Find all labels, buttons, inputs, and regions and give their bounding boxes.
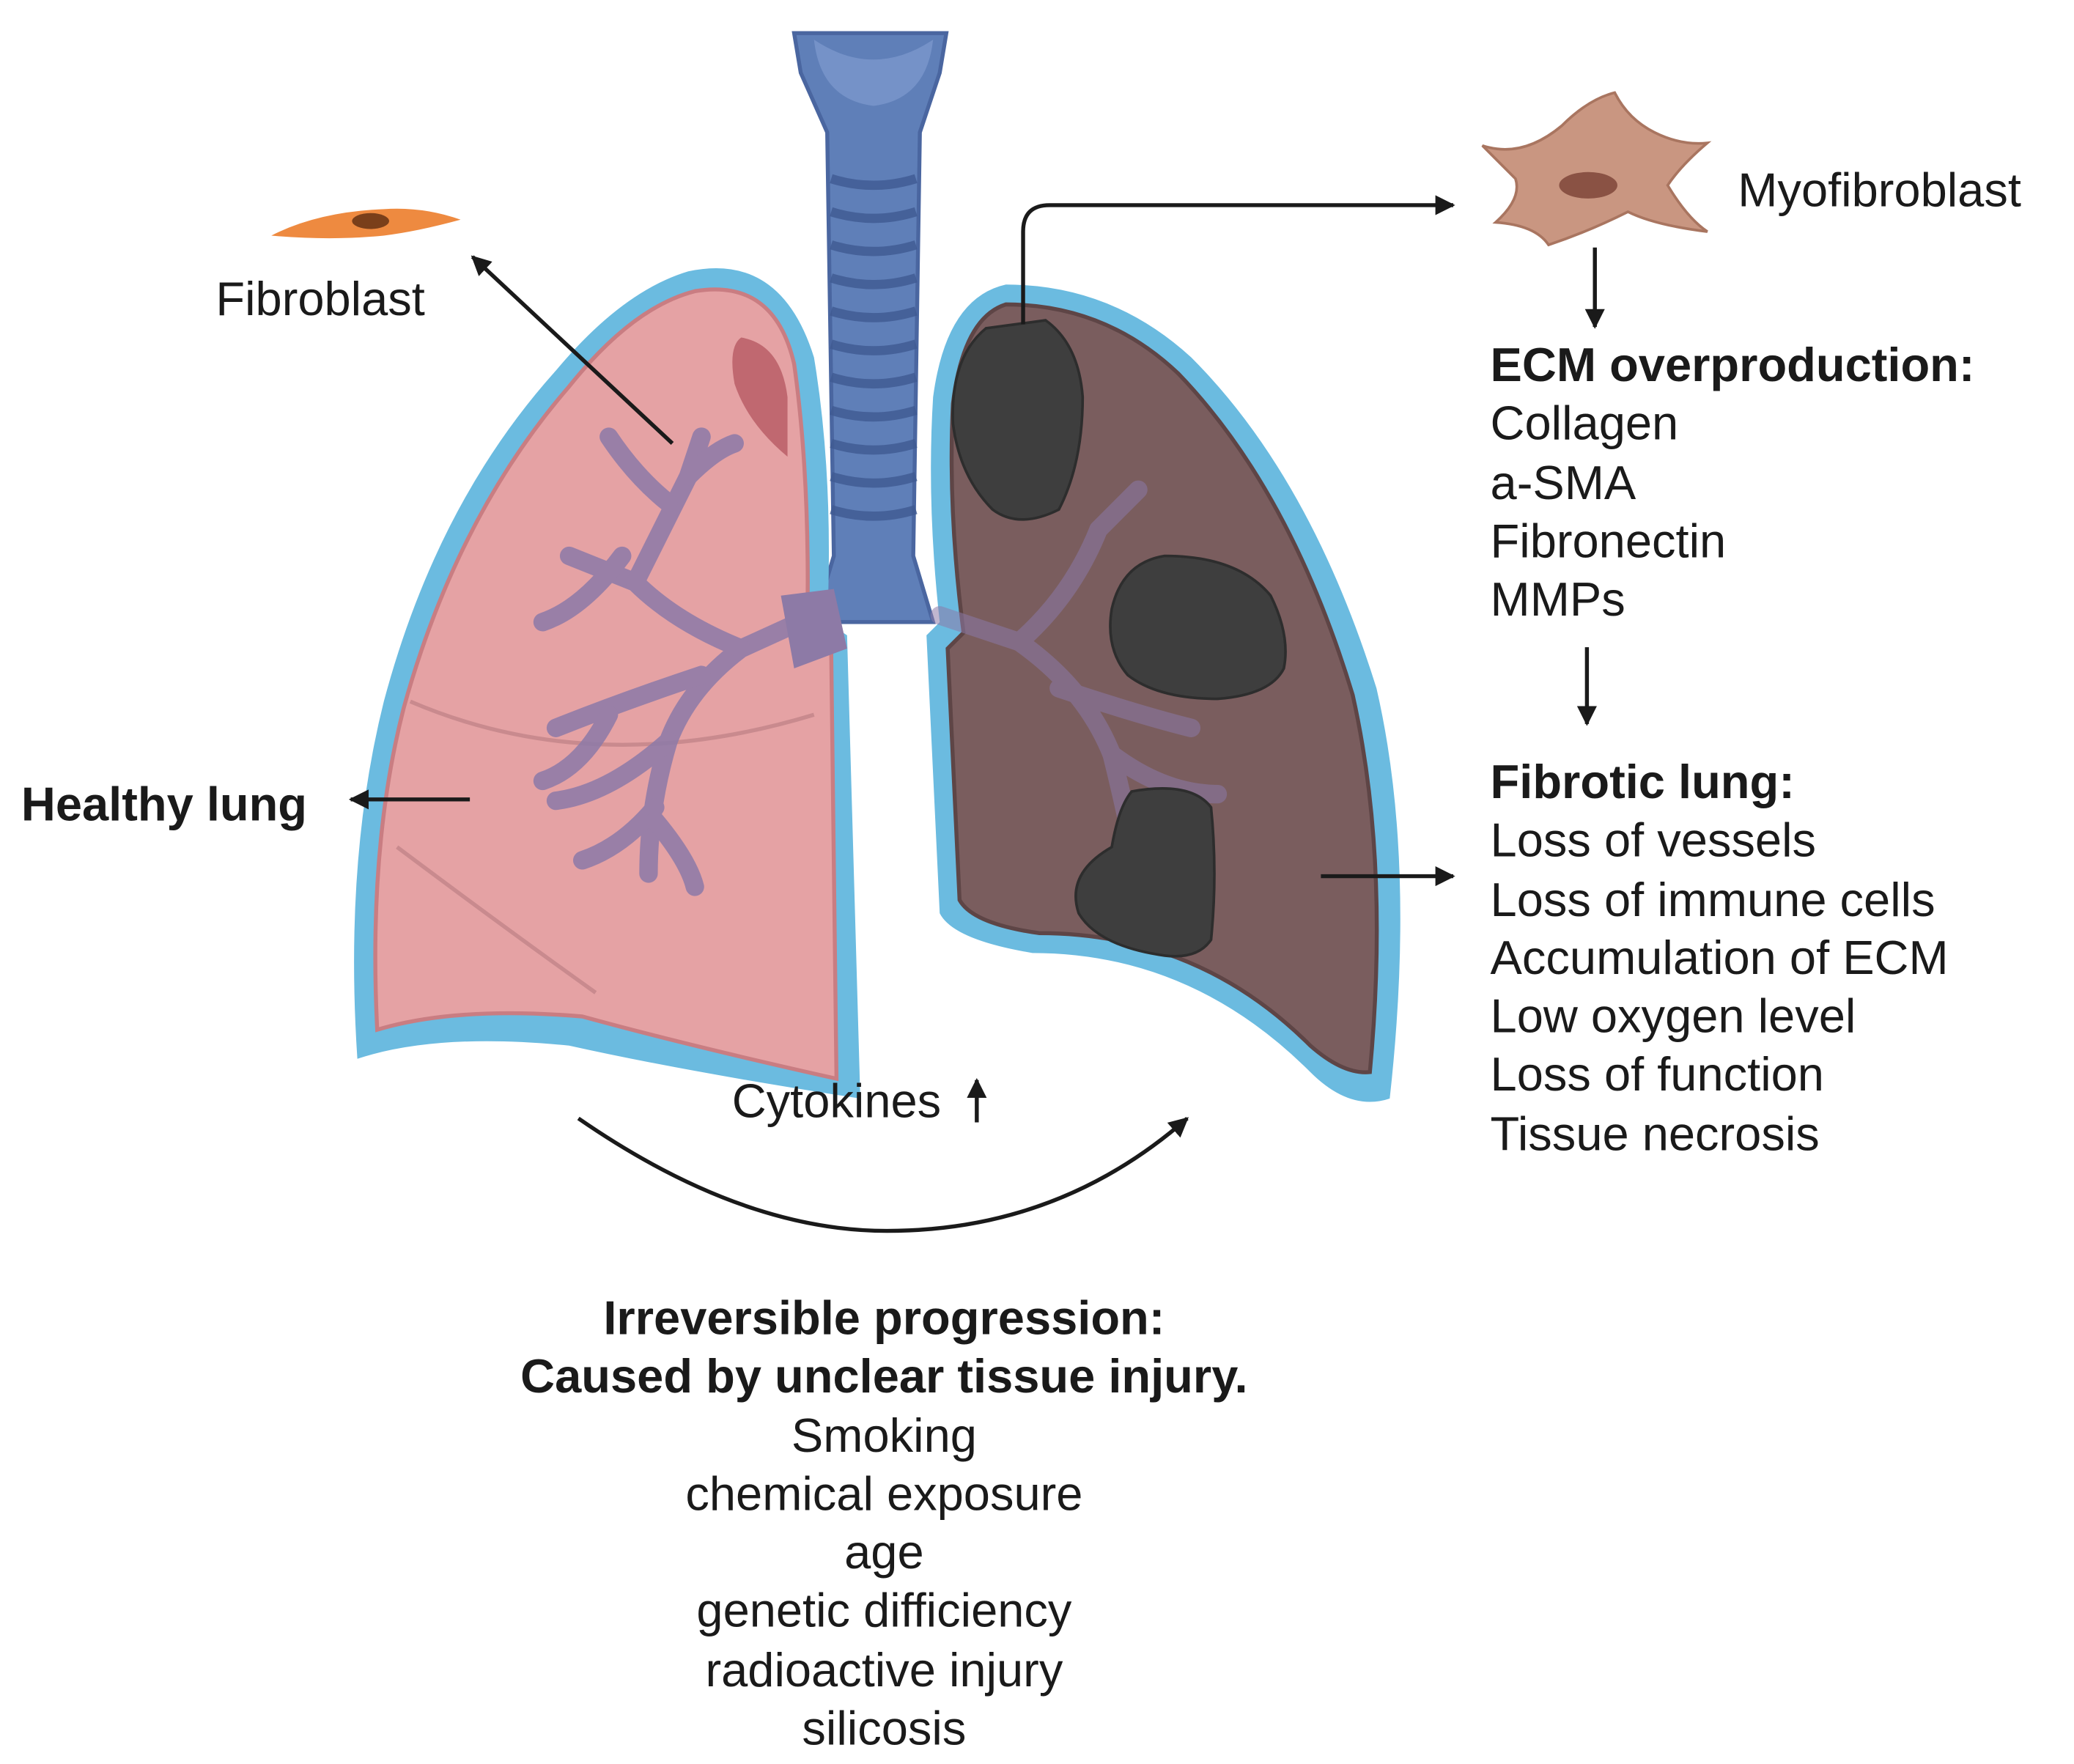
fibrotic-item: Loss of function <box>1490 1047 1824 1102</box>
fibrotic-lung <box>926 284 1400 1102</box>
myofibroblast-cell <box>1481 91 1712 247</box>
cause-item: Smoking <box>791 1407 977 1462</box>
progression-block: Irreversible progression: Caused by uncl… <box>487 1289 1282 1758</box>
cause-item: silicosis <box>802 1700 967 1755</box>
progression-title: Irreversible progression: <box>603 1290 1165 1345</box>
trachea <box>791 31 949 624</box>
fibrotic-item: Tissue necrosis <box>1490 1106 1820 1161</box>
cause-item: genetic difficiency <box>696 1583 1072 1638</box>
arrow-to-fibroblast <box>470 255 674 445</box>
fibroblast-label: Fibroblast <box>215 271 425 326</box>
fibrotic-item: Loss of immune cells <box>1490 871 1935 926</box>
ecm-item: MMPs <box>1490 572 1625 627</box>
healthy-lung-label: Healthy lung <box>21 777 308 832</box>
fibroblast-cell <box>271 208 461 239</box>
fibrotic-item: Low oxygen level <box>1490 989 1856 1044</box>
cause-item: radioactive injury <box>705 1642 1063 1697</box>
progression-arrow <box>577 1116 1189 1233</box>
ecm-item: Collagen <box>1490 396 1679 451</box>
fibrotic-title: Fibrotic lung: <box>1490 754 1795 809</box>
fibrotic-lung-list: Fibrotic lung: Loss of vessels Loss of i… <box>1491 753 1949 1164</box>
fibrotic-item: Loss of vessels <box>1490 813 1817 868</box>
ecm-item: a-SMA <box>1490 454 1636 509</box>
healthy-lung <box>354 267 860 1099</box>
cause-item: age <box>844 1524 924 1579</box>
cause-item: chemical exposure <box>685 1466 1083 1521</box>
fibrotic-item: Accumulation of ECM <box>1490 930 1949 985</box>
ecm-item: Fibronectin <box>1490 513 1727 568</box>
progression-subtitle: Caused by unclear tissue injury. <box>520 1348 1248 1403</box>
myofibroblast-label: Myofibroblast <box>1738 163 2021 218</box>
ecm-title: ECM overproduction: <box>1490 337 1975 392</box>
cytokines-label: Cytokines <box>731 1073 942 1128</box>
arrow-to-myofibroblast <box>1021 195 1455 325</box>
ecm-overproduction-list: ECM overproduction: Collagen a-SMA Fibro… <box>1491 336 1975 630</box>
